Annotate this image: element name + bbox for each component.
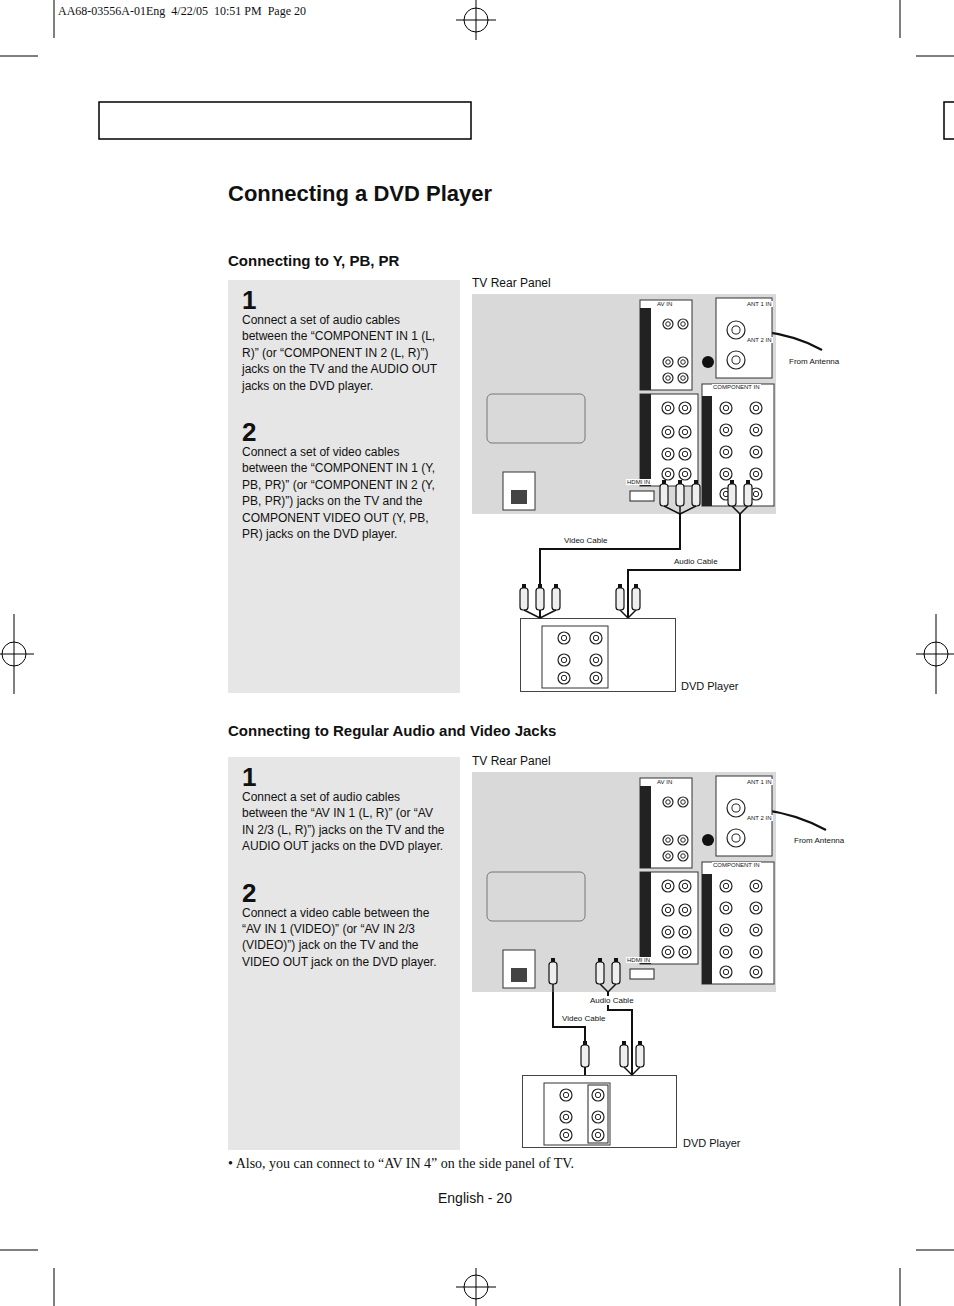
rca-plug (620, 1045, 628, 1067)
rca-plug (583, 1041, 587, 1045)
jack-label: ANT 1 IN (746, 779, 773, 785)
cable-label: Video Cable (562, 536, 609, 545)
jack-label: ANT 1 IN (746, 301, 773, 307)
jack-label: ANT 2 IN (746, 815, 773, 821)
note-text: English - 20 (438, 1190, 512, 1206)
dvd-player-box: DVD Player (520, 618, 676, 692)
rca-plug (632, 588, 640, 610)
device-caption: DVD Player (681, 680, 738, 692)
cable-label: Audio Cable (672, 557, 720, 566)
rca-plug (554, 584, 558, 588)
jack-label: AV IN (656, 779, 673, 785)
cable-plugs (520, 584, 560, 618)
print-slug: AA68-03556A-01Eng 4/22/05 10:51 PM Page … (58, 4, 306, 19)
step-number: 2 (242, 420, 448, 444)
jack-label: HDMI IN (626, 479, 651, 485)
tv-rear-panel: TV Rear Panel (472, 294, 776, 514)
note-text: • Also, you can connect to “AV IN 4” on … (228, 1156, 574, 1172)
jack-label: AV IN (656, 301, 673, 307)
step-text: Connect a set of video cables between th… (242, 444, 448, 542)
step-text: Connect a set of audio cables between th… (242, 789, 448, 855)
note-text: From Antenna (788, 357, 840, 366)
rca-plug (618, 584, 622, 588)
cable (620, 610, 628, 618)
rca-plug (522, 584, 526, 588)
rca-plug (616, 588, 624, 610)
rca-plug (520, 588, 528, 610)
rca-plug (552, 588, 560, 610)
cable-plugs (616, 584, 640, 618)
device-caption: DVD Player (683, 1137, 740, 1149)
rca-plug (536, 588, 544, 610)
tv-rear-panel: TV Rear Panel (472, 772, 776, 992)
jack-label: ANT 2 IN (746, 337, 773, 343)
cable-connector (553, 992, 585, 1075)
jack-label: HDMI IN (626, 957, 651, 963)
dvd-player-box: DVD Player (522, 1075, 677, 1148)
cable (632, 1067, 640, 1075)
cable (584, 1067, 586, 1075)
jack-label: COMPONENT IN (712, 384, 761, 390)
panel-caption: TV Rear Panel (472, 754, 551, 768)
rca-plug (634, 584, 638, 588)
cable-connector (540, 514, 680, 618)
cable-plugs (620, 1041, 644, 1075)
rca-plug (538, 584, 542, 588)
step-text: Connect a set of audio cables between th… (242, 312, 448, 394)
rca-plug (638, 1041, 642, 1045)
cable-label: Audio Cable (588, 996, 636, 1005)
cable-label: Video Cable (560, 1014, 607, 1023)
note-text: Connecting to Y, PB, PR (228, 252, 399, 269)
step-number: 1 (242, 288, 448, 312)
rca-plug (622, 1041, 626, 1045)
rca-plug (581, 1045, 589, 1067)
step-text: Connect a video cable between the “AV IN… (242, 905, 448, 971)
note-text: Connecting to Regular Audio and Video Ja… (228, 722, 556, 739)
page-title: Connecting a DVD Player (228, 181, 492, 207)
cable (540, 610, 556, 618)
step-number: 2 (242, 881, 448, 905)
cable-plugs (581, 1041, 589, 1075)
cable (524, 610, 540, 618)
instruction-panel: 1Connect a set of audio cables between t… (228, 280, 460, 693)
cable (624, 1067, 632, 1075)
cable-connector (628, 514, 740, 618)
note-text: From Antenna (793, 836, 845, 845)
rca-plug (636, 1045, 644, 1067)
instruction-panel: 1Connect a set of audio cables between t… (228, 757, 460, 1150)
jack-label: COMPONENT IN (712, 862, 761, 868)
step-number: 1 (242, 765, 448, 789)
panel-caption: TV Rear Panel (472, 276, 551, 290)
cable (628, 610, 636, 618)
cable (539, 610, 541, 618)
